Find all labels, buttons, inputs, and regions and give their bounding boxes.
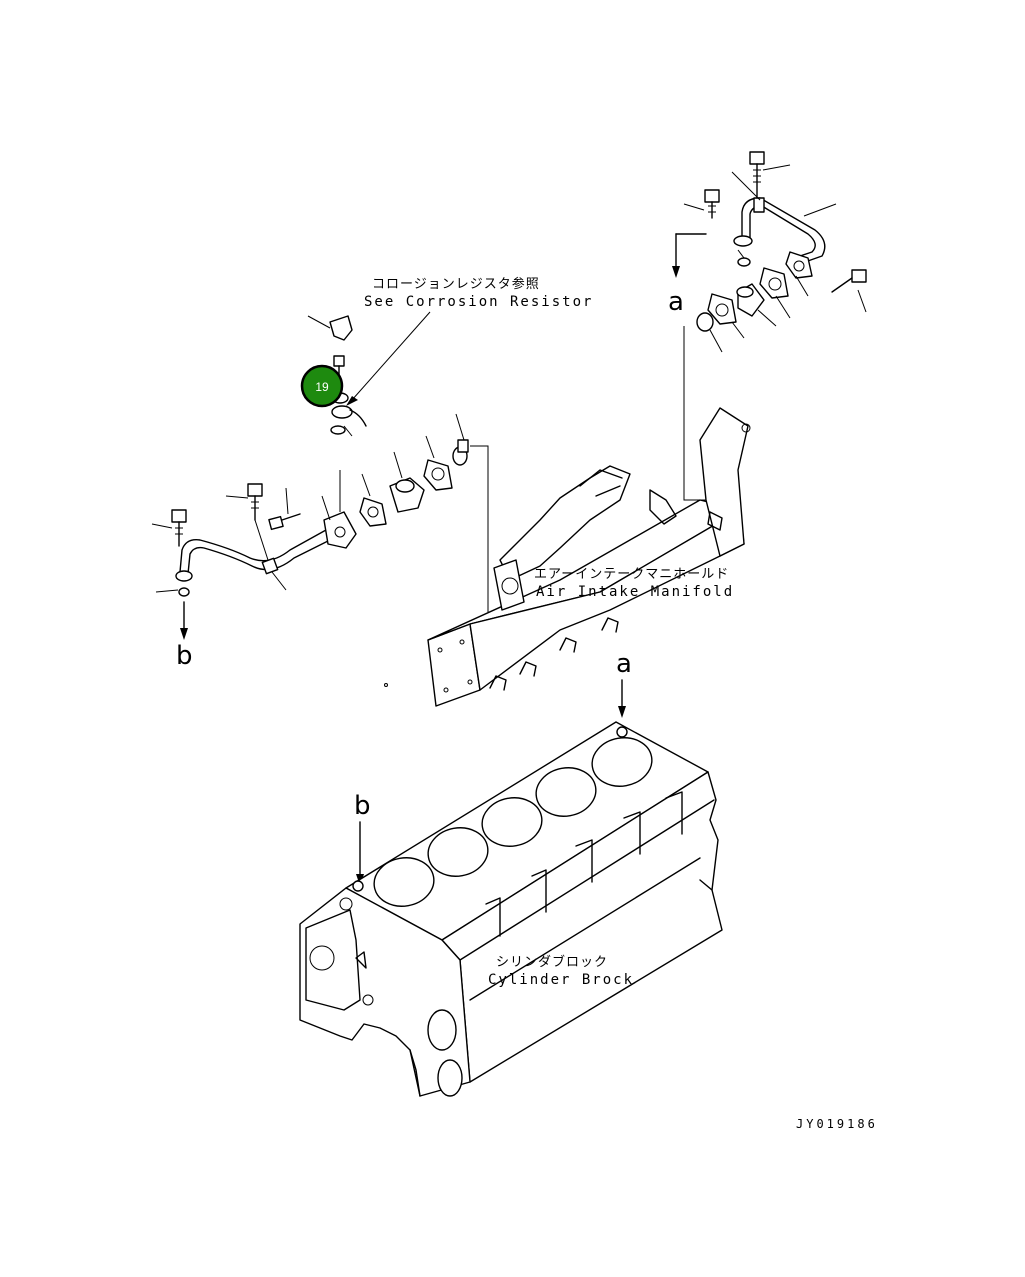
bolt-icon: [831, 269, 867, 313]
air-intake-manifold: エアーインテークマニホールド Air Intake Manifold: [384, 407, 751, 707]
corrosion-resistor-label-jp: コロージョンレジスタ参照: [372, 276, 540, 292]
reference-label-b-lower: b: [354, 791, 371, 821]
cylinder-block: シリンダブロック Cylinder Brock: [299, 721, 723, 1097]
block-label-jp: シリンダブロック: [496, 954, 608, 970]
bolt-icon: [225, 483, 269, 561]
manifold-label-jp: エアーインテークマニホールド: [534, 567, 729, 582]
part-number-badge[interactable]: 19: [300, 364, 344, 408]
reference-a-lower: a: [616, 649, 632, 718]
drawing-code: JY019186: [796, 1117, 878, 1131]
upper-pipe-assembly: a: [668, 151, 867, 501]
bolt-icon: [151, 509, 187, 547]
manifold-label-en: Air Intake Manifold: [536, 584, 734, 600]
part-number-badge-label: 19: [315, 380, 329, 394]
left-pipe-assembly: b 19: [151, 315, 489, 671]
bolt-icon: [749, 151, 791, 199]
block-label-en: Cylinder Brock: [488, 972, 634, 988]
bolt-icon: [683, 189, 720, 219]
corrosion-resistor-callout: コロージョンレジスタ参照 See Corrosion Resistor: [346, 276, 593, 406]
corrosion-resistor-label-en: See Corrosion Resistor: [364, 294, 593, 310]
bolt-icon: [268, 487, 301, 531]
reference-label-a-upper: a: [668, 287, 684, 317]
reference-label-a-lower: a: [616, 649, 632, 679]
reference-label-b-upper: b: [176, 641, 193, 671]
reference-b-lower: b: [354, 791, 371, 886]
